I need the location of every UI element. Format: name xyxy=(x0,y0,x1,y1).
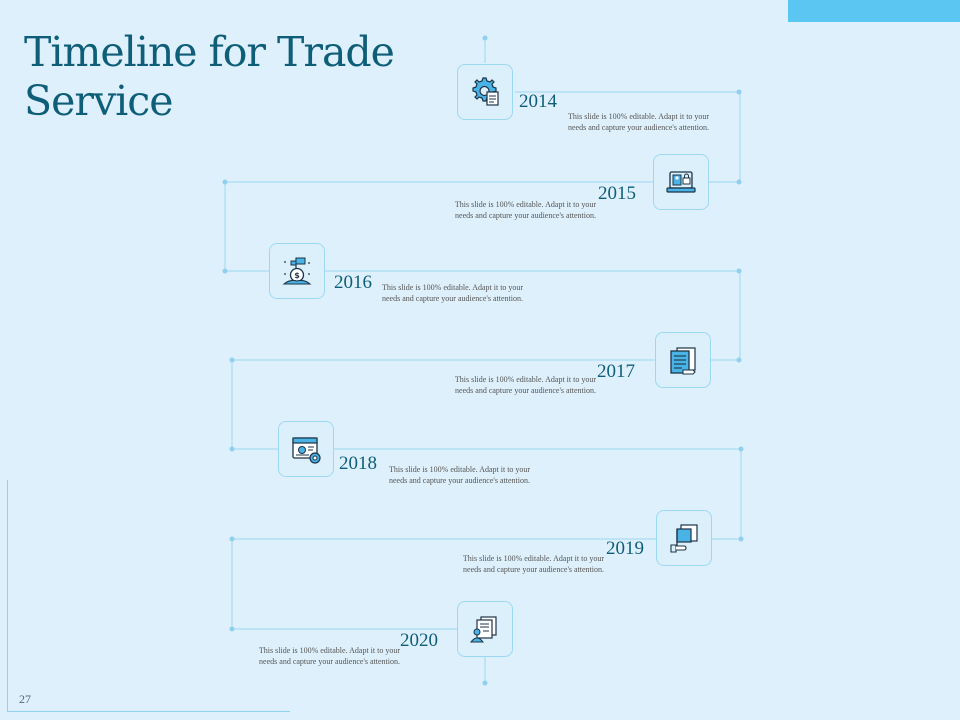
page-title: Timeline for Trade Service xyxy=(24,28,395,125)
timeline-icon-box-2019 xyxy=(656,510,712,566)
gear-document-icon xyxy=(472,77,499,106)
documents-icon xyxy=(670,347,696,375)
browser-settings-icon xyxy=(292,437,321,464)
svg-text:$: $ xyxy=(294,271,300,280)
timeline-description-2016: This slide is 100% editable. Adapt it to… xyxy=(382,283,524,303)
timeline-description-2014: This slide is 100% editable. Adapt it to… xyxy=(568,112,710,132)
timeline-year-2020: 2020 xyxy=(400,630,438,651)
timeline-year-2019: 2019 xyxy=(606,538,644,559)
timeline-icon-box-2014 xyxy=(457,64,513,120)
left-divider xyxy=(7,480,8,712)
top-accent-bar xyxy=(788,0,960,22)
timeline-icon-box-2015 xyxy=(653,154,709,210)
timeline-year-2015: 2015 xyxy=(598,183,636,204)
timeline-description-2019: This slide is 100% editable. Adapt it to… xyxy=(462,554,604,574)
timeline-description-2020: This slide is 100% editable. Adapt it to… xyxy=(258,646,400,666)
timeline-year-2016: 2016 xyxy=(334,272,372,293)
timeline-year-2018: 2018 xyxy=(339,453,377,474)
secure-laptop-icon xyxy=(666,171,696,193)
timeline-description-2017: This slide is 100% editable. Adapt it to… xyxy=(454,375,596,395)
page-number: 27 xyxy=(19,692,31,706)
timeline-icon-box-2017 xyxy=(655,332,711,388)
timeline-icon-box-2020 xyxy=(457,601,513,657)
bottom-divider xyxy=(7,711,290,712)
timeline-year-2017: 2017 xyxy=(597,361,635,382)
timeline-description-2015: This slide is 100% editable. Adapt it to… xyxy=(454,200,596,220)
money-bag-flag-icon: $ xyxy=(282,257,312,285)
timeline-icon-box-2016: $ xyxy=(269,243,325,299)
timeline-year-2014: 2014 xyxy=(519,91,557,112)
profile-documents-icon xyxy=(469,616,497,643)
timeline-icon-box-2018 xyxy=(278,421,334,477)
hand-flag-icon xyxy=(670,524,698,553)
timeline-description-2018: This slide is 100% editable. Adapt it to… xyxy=(389,465,531,485)
